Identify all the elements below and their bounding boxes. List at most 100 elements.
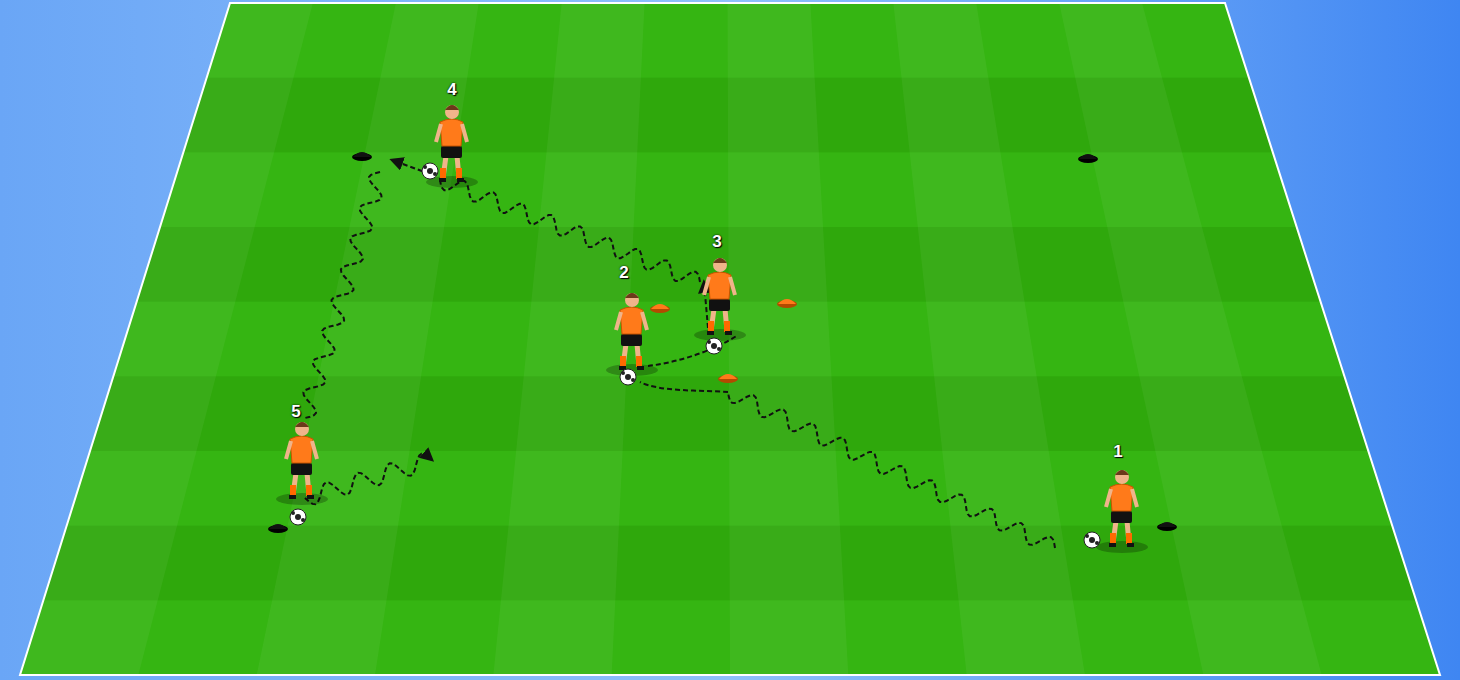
player-arms	[616, 312, 647, 330]
player-boot	[439, 178, 446, 182]
player-shadow	[276, 493, 328, 505]
player-shorts	[291, 463, 312, 475]
dribble-path	[303, 172, 381, 418]
ball	[422, 163, 438, 179]
ball	[290, 509, 306, 525]
grass-stripe	[1059, 3, 1322, 675]
cones-balls-players	[268, 105, 1177, 553]
player-head	[1115, 470, 1129, 484]
cone	[777, 300, 797, 308]
player-boot	[637, 366, 644, 370]
cone	[1078, 155, 1098, 163]
player-socks	[623, 356, 639, 367]
dribble-path	[640, 382, 728, 392]
player-head	[445, 105, 459, 119]
player-arms	[1106, 489, 1137, 507]
ball	[423, 165, 427, 169]
grass-stripe	[257, 3, 479, 675]
player-head	[295, 422, 309, 436]
ball	[631, 378, 635, 382]
callout-number: 2	[619, 263, 628, 283]
player-hair	[295, 422, 309, 427]
grass-stripe	[728, 3, 849, 675]
player-boot	[289, 495, 296, 499]
ball	[1084, 532, 1100, 548]
player-socks	[443, 168, 459, 179]
player-shorts	[1111, 511, 1132, 523]
cone	[1079, 154, 1097, 159]
player-socks	[711, 321, 727, 332]
player-arms	[436, 124, 467, 142]
cone	[719, 374, 737, 379]
player-shirt	[440, 119, 463, 146]
player-boot	[1109, 543, 1116, 547]
dribble-path	[728, 392, 1055, 548]
grass-stripe	[20, 3, 313, 675]
player-shorts	[621, 334, 642, 346]
ball	[706, 338, 722, 354]
ball	[291, 511, 295, 515]
cone	[269, 524, 287, 529]
cone	[1157, 523, 1177, 531]
grass-stripe	[493, 3, 644, 675]
ball	[625, 374, 631, 380]
player-legs	[623, 344, 639, 366]
player-shadow	[694, 329, 746, 341]
player-arms	[704, 277, 735, 295]
dribble-paths	[303, 160, 1055, 548]
player-legs	[293, 473, 309, 495]
player-shirt	[290, 436, 313, 463]
ball	[433, 172, 437, 176]
ball	[1089, 537, 1095, 543]
player-boot	[307, 495, 314, 499]
player-shadow	[1096, 541, 1148, 553]
ball	[717, 347, 721, 351]
dribble-path	[440, 180, 700, 282]
ball	[295, 514, 301, 520]
ball	[1085, 534, 1089, 538]
player-legs	[711, 309, 727, 331]
cone	[268, 525, 288, 533]
ball	[621, 371, 625, 375]
player-head	[713, 258, 727, 272]
player-arms	[286, 441, 317, 459]
ball	[711, 343, 717, 349]
ball	[1095, 541, 1099, 545]
ball	[707, 340, 711, 344]
ball	[301, 518, 305, 522]
player-boot	[725, 331, 732, 335]
callout-number: 3	[712, 232, 721, 252]
player-legs	[443, 156, 459, 178]
cone	[778, 299, 796, 304]
player-socks	[293, 485, 309, 496]
player-shirt	[1110, 484, 1133, 511]
ball	[427, 168, 433, 174]
player-boot	[457, 178, 464, 182]
grass	[0, 3, 1460, 676]
player-hair	[1115, 470, 1129, 475]
field-border	[20, 3, 1440, 675]
cone	[353, 152, 371, 157]
player-shorts	[441, 146, 462, 158]
player-shirt	[620, 307, 643, 334]
callout-number: 5	[291, 402, 300, 422]
cone	[651, 304, 669, 309]
cone	[718, 375, 738, 383]
player-head	[625, 293, 639, 307]
player-hair	[713, 258, 727, 263]
player-shorts	[709, 299, 730, 311]
player-shirt	[708, 272, 731, 299]
player-socks	[1113, 533, 1129, 544]
cone	[650, 305, 670, 313]
grass-stripe	[893, 3, 1085, 675]
player-boot	[1127, 543, 1134, 547]
player-hair	[625, 293, 639, 298]
callout-number: 4	[447, 80, 456, 100]
callout-number: 1	[1113, 442, 1122, 462]
cone	[1158, 522, 1176, 527]
ball	[620, 369, 636, 385]
player-legs	[1113, 521, 1129, 543]
